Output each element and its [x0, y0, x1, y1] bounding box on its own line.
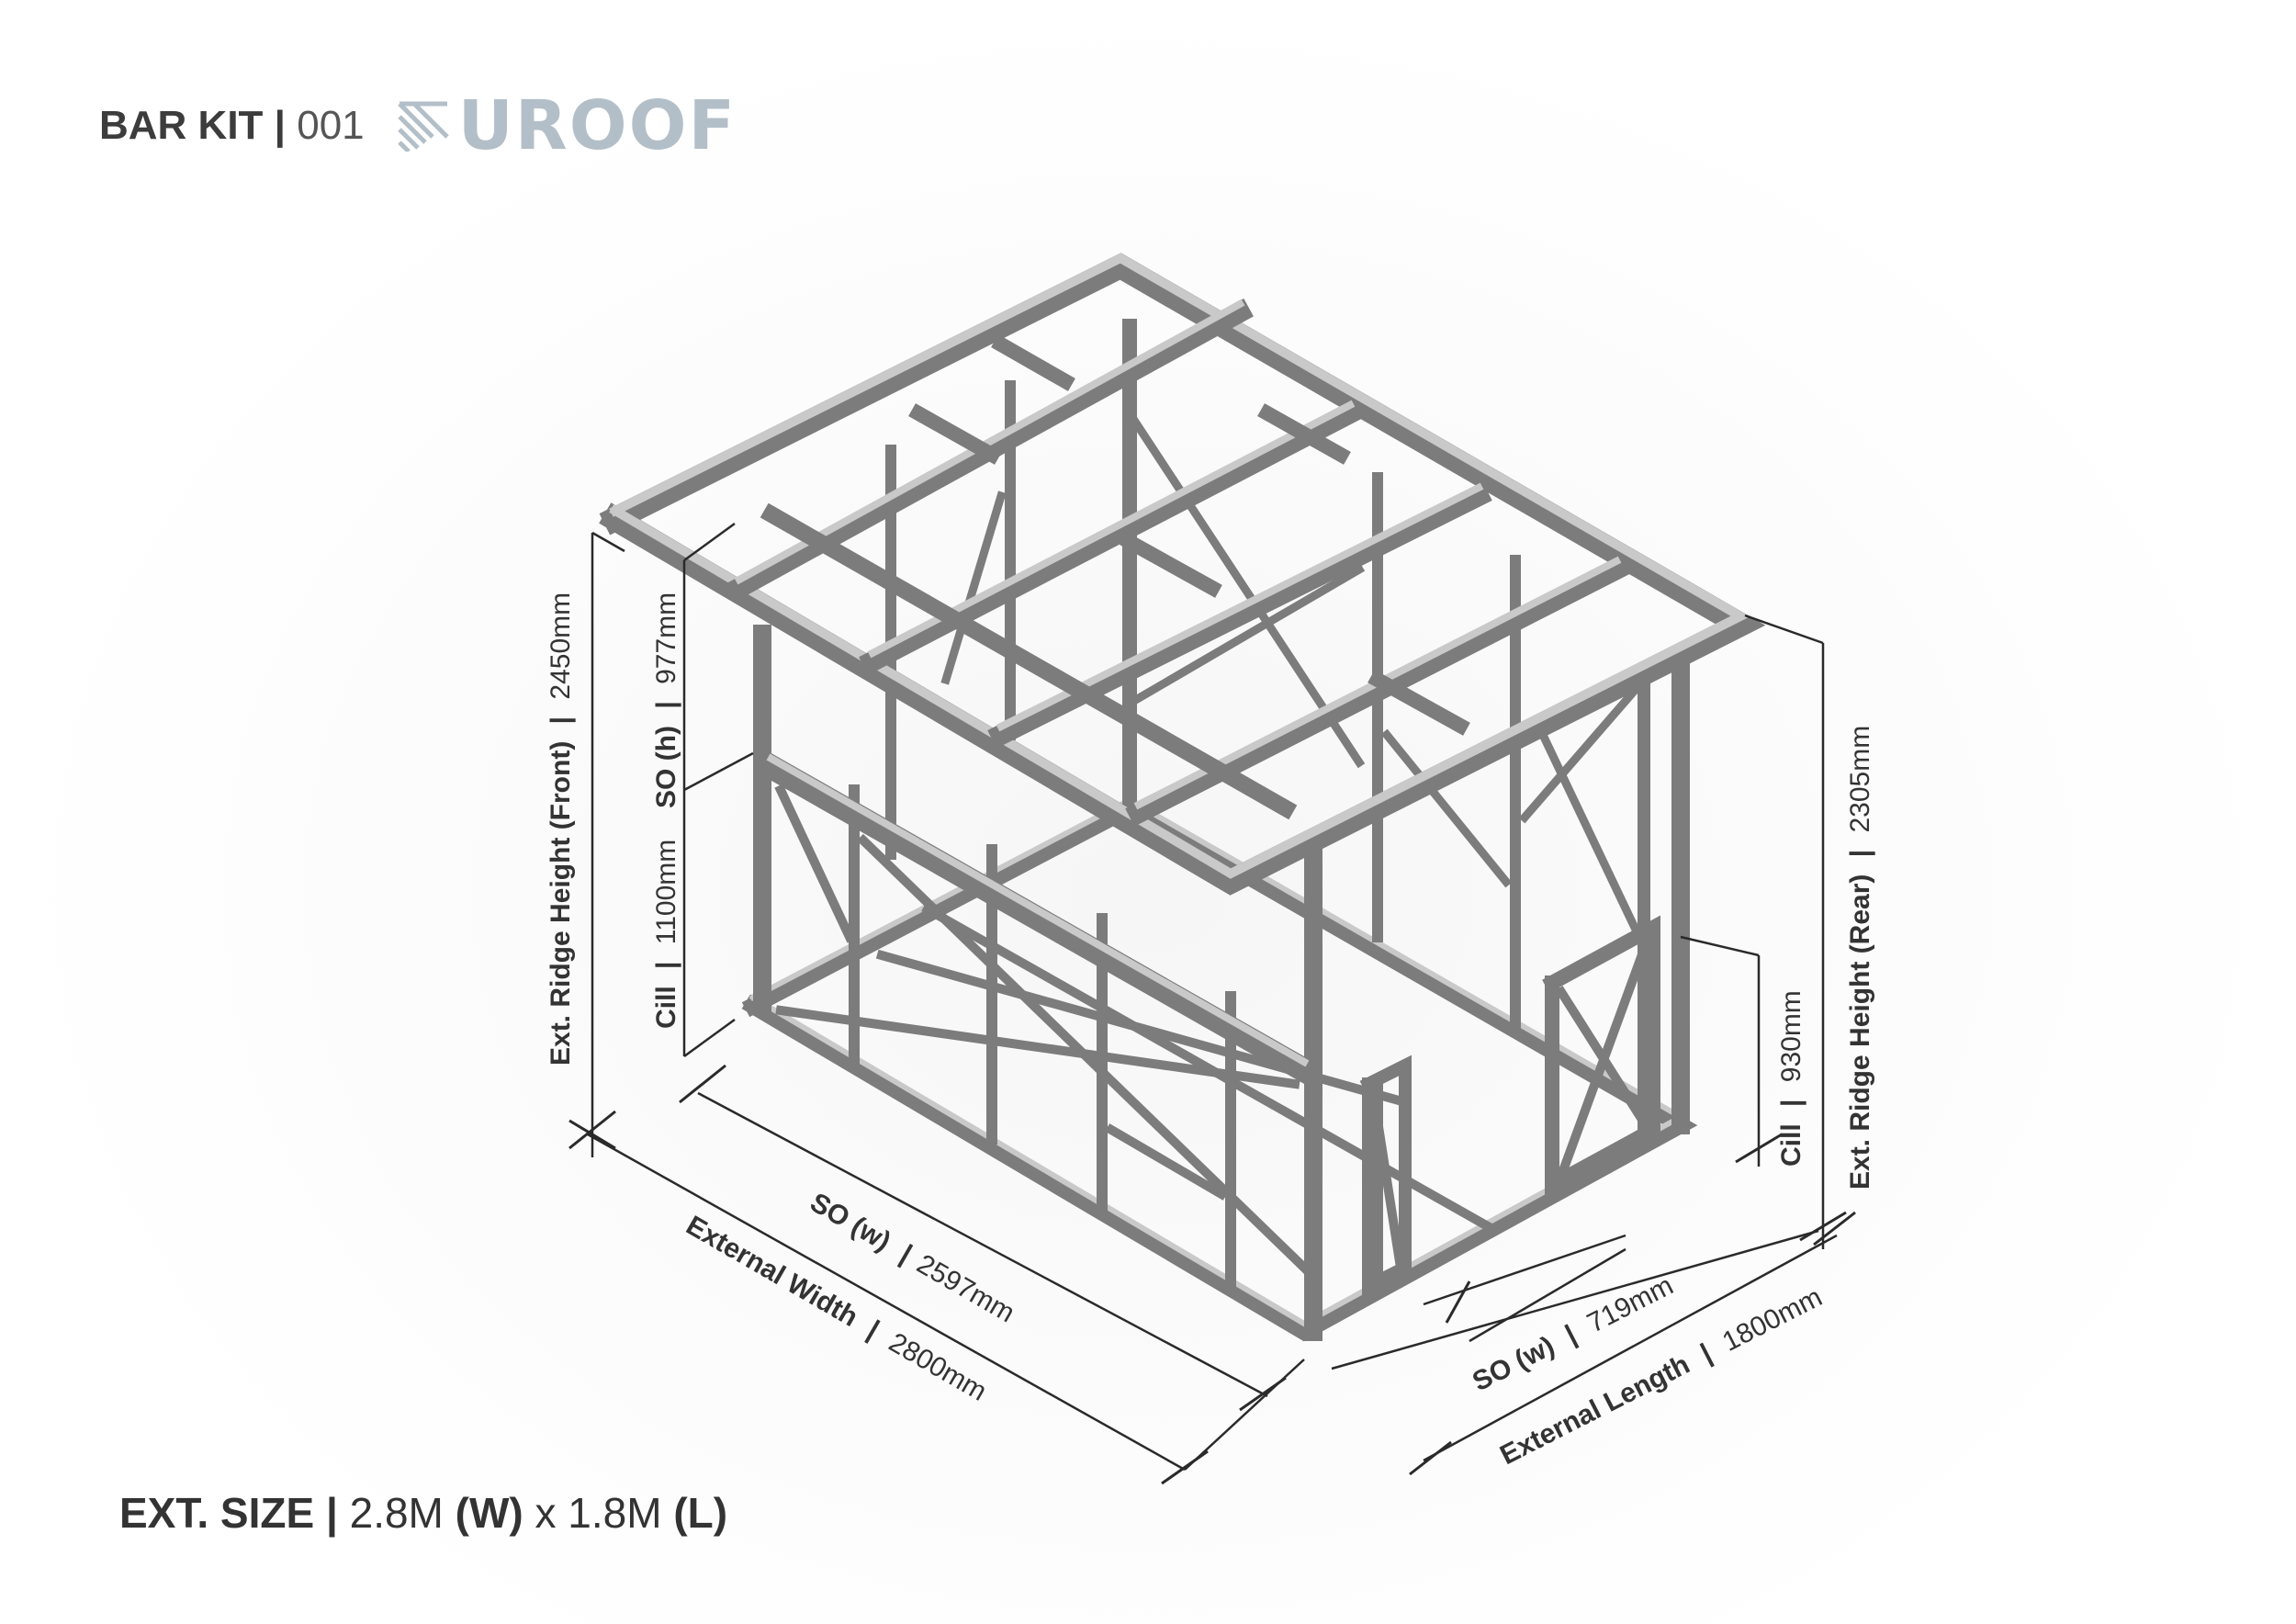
external-length-dim-line [1331, 1229, 1819, 1370]
rear-ridge-label: Ext. Ridge Height (Rear) | 2305mm [1845, 726, 1875, 1190]
kit-name: BAR KIT [99, 103, 264, 148]
steel-frame [599, 253, 1766, 1342]
cill-side-label: Cill | 930mm [1776, 990, 1806, 1167]
times-sign: x [535, 1489, 557, 1537]
cill-front-label: Cill | 1100mm [651, 840, 681, 1029]
external-length-label: External Length | 1800mm [1495, 1281, 1827, 1471]
page-title: BAR KIT | 001 [99, 103, 365, 149]
ext-size-summary: EXT. SIZE | 2.8M (W) x 1.8M (L) [119, 1488, 727, 1538]
ext-size-label: EXT. SIZE [119, 1489, 315, 1537]
external-width-dim-line [587, 1133, 1186, 1472]
length-unit: (L) [673, 1489, 728, 1537]
external-width-label: External Width | 2800mm [681, 1210, 992, 1406]
width-unit: (W) [455, 1489, 523, 1537]
logo-text: UROOF [457, 86, 737, 165]
dimension-lines [568, 522, 1856, 1485]
so-w-side-dim-line [1423, 1234, 1626, 1306]
front-cill-rail [755, 750, 1321, 1087]
header: BAR KIT | 001 UROOF [99, 92, 737, 160]
length-value: 1.8M [568, 1489, 662, 1537]
width-value: 2.8M [349, 1489, 444, 1537]
so-w-front-dim-line [697, 1091, 1268, 1398]
logo-stripes-icon [397, 101, 449, 152]
kit-number: 001 [297, 103, 365, 148]
cross-bracing [774, 407, 1655, 1275]
roof-frame [599, 253, 1766, 896]
ext-size-separator: | [325, 1489, 338, 1537]
front-ridge-label: Ext. Ridge Height (Front) | 2450mm [546, 592, 576, 1066]
so-h-label: SO (h) | 977mm [651, 592, 681, 808]
uroof-logo: UROOF [396, 92, 737, 160]
title-separator: | [274, 103, 286, 148]
